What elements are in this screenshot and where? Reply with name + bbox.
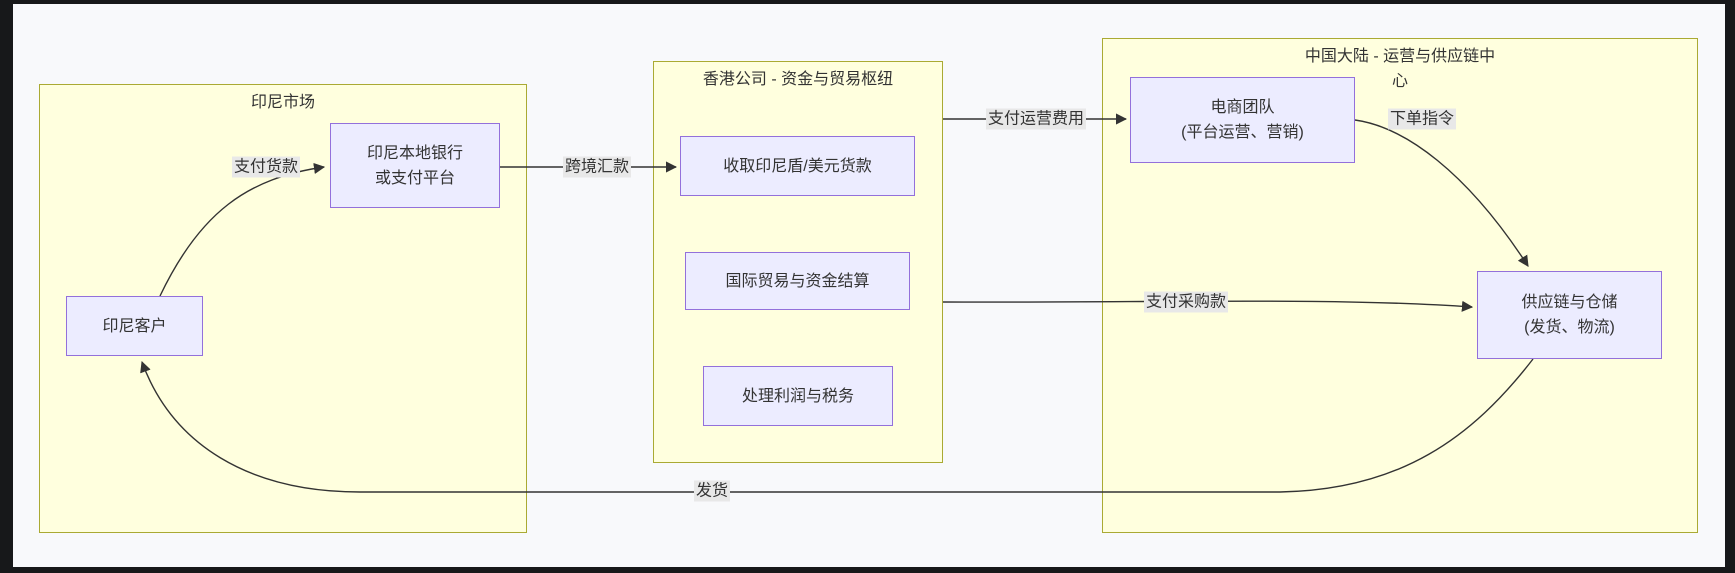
edge-label-pay-procurement: 支付采购款 [1143, 291, 1229, 313]
node-profit-tax: 处理利润与税务 [703, 366, 893, 426]
edge-label-pay-operating-fee: 支付运营费用 [985, 108, 1087, 130]
node-label: 印尼客户 [102, 317, 167, 335]
node-supply-chain: 供应链与仓储 (发货、物流) [1477, 271, 1662, 359]
edge-label-pay-for-goods: 支付货款 [231, 156, 301, 178]
node-ecommerce-team: 电商团队 (平台运营、营销) [1130, 77, 1355, 163]
node-indonesia-customer: 印尼客户 [66, 296, 203, 356]
node-label: 印尼本地银行 [366, 144, 463, 162]
node-receive-payment: 收取印尼盾/美元货款 [680, 136, 915, 196]
group-title-mainland-center: 中国大陆 - 运营与供应链中心 [1304, 48, 1496, 90]
node-label: 处理利润与税务 [741, 387, 854, 405]
node-trade-settlement: 国际贸易与资金结算 [685, 252, 910, 310]
edge-label-order-instruction: 下单指令 [1387, 108, 1457, 130]
node-label: 或支付平台 [374, 169, 455, 187]
edge-label-ship-goods: 发货 [693, 480, 731, 502]
group-title-hongkong-hub: 香港公司 - 资金与贸易枢纽 [702, 71, 894, 88]
node-label: (发货、物流) [1524, 319, 1615, 336]
edge-hub-to-supply [942, 300, 1474, 312]
node-local-bank: 印尼本地银行 或支付平台 [330, 123, 500, 208]
edge-label-cross-border-remit: 跨境汇款 [562, 156, 632, 178]
edge-ecommerce-to-supply [1354, 119, 1529, 267]
node-label: 国际贸易与资金结算 [725, 272, 870, 290]
group-title-indonesia-market: 印尼市场 [250, 94, 315, 111]
node-label: 收取印尼盾/美元货款 [723, 157, 872, 175]
edge-supply-to-customer [140, 358, 1534, 493]
node-label: (平台运营、营销) [1181, 124, 1304, 141]
node-label: 供应链与仓储 [1521, 294, 1618, 311]
node-label: 电商团队 [1210, 99, 1275, 116]
